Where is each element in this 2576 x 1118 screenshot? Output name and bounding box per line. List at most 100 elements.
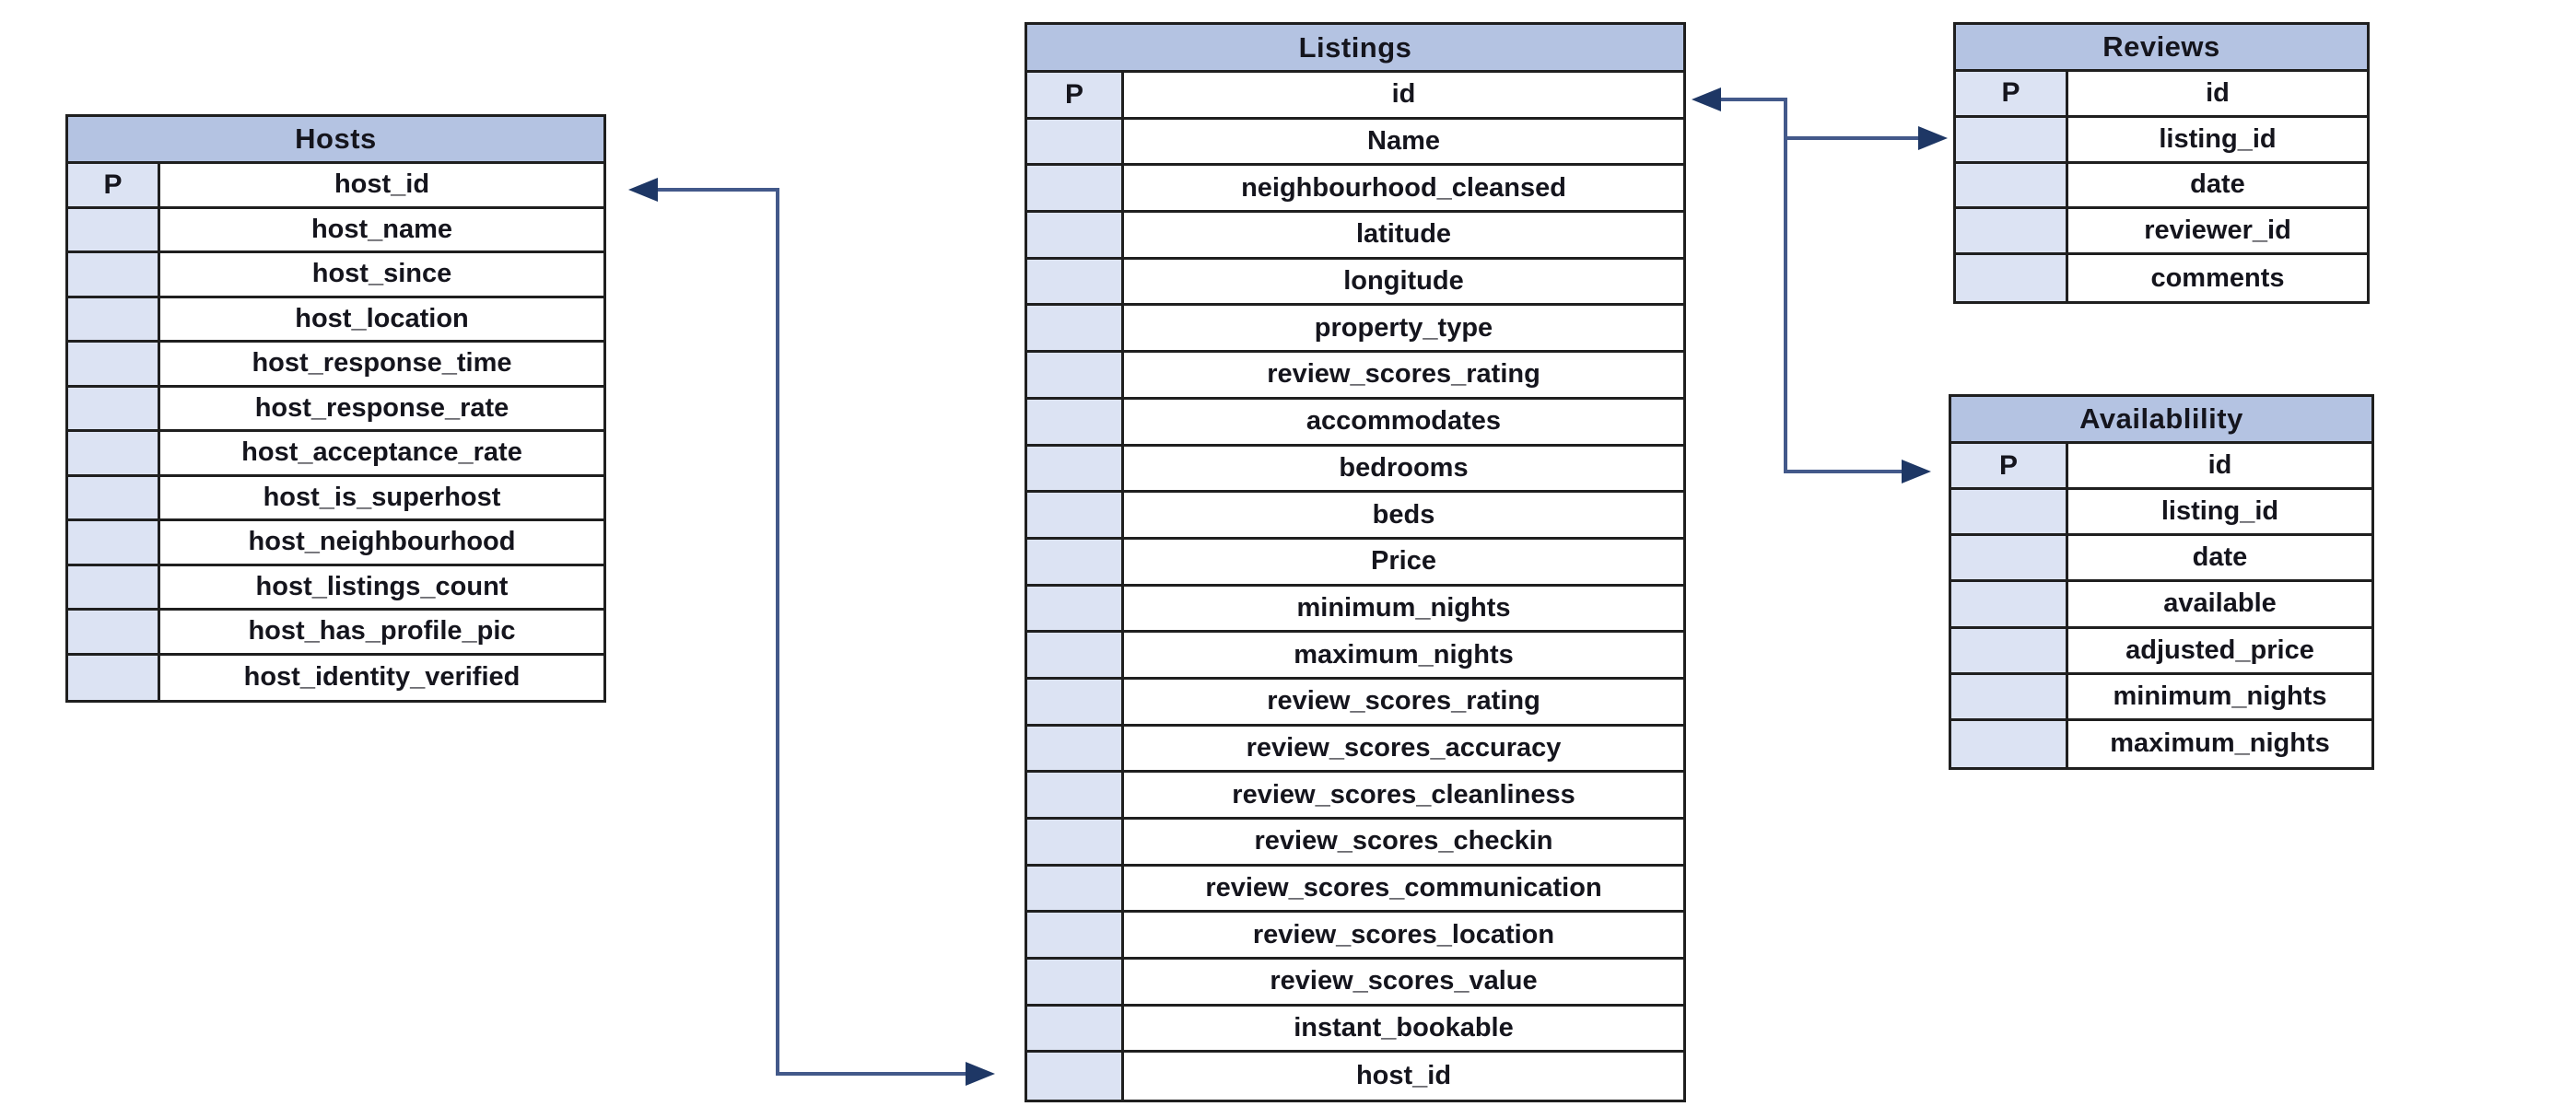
field-row-listings-review_scores_cleanliness: review_scores_cleanliness — [1027, 773, 1683, 820]
key-cell-empty — [1951, 536, 2068, 580]
field-name: id — [1391, 79, 1416, 110]
field-row-listings-Price: Price — [1027, 539, 1683, 587]
key-cell-empty — [1027, 399, 1124, 444]
key-cell-empty — [1027, 633, 1124, 677]
field-row-hosts-host_response_rate: host_response_rate — [68, 387, 603, 432]
primary-key-cell: P — [1956, 72, 2068, 115]
field-row-hosts-host_has_profile_pic: host_has_profile_pic — [68, 611, 603, 656]
field-row-listings-property_type: property_type — [1027, 306, 1683, 354]
arrowhead-into-listings-id — [1692, 87, 1721, 111]
field-row-listings-accommodates: accommodates — [1027, 399, 1683, 447]
field-name: host_location — [295, 303, 469, 333]
field-name: review_scores_cleanliness — [1232, 779, 1575, 809]
field-row-hosts-host_is_superhost: host_is_superhost — [68, 476, 603, 521]
connector-hosts-listings — [628, 178, 995, 1086]
key-cell-empty — [1027, 866, 1124, 911]
arrowhead-into-availability-id — [1902, 460, 1931, 483]
key-cell-empty — [1027, 1006, 1124, 1051]
field-row-listings-Name: Name — [1027, 119, 1683, 167]
field-name: host_neighbourhood — [248, 527, 516, 557]
key-cell-empty — [1956, 255, 2068, 301]
field-row-listings-minimum_nights: minimum_nights — [1027, 586, 1683, 634]
key-cell-empty — [1951, 720, 2068, 767]
key-cell-empty — [68, 343, 160, 385]
field-row-hosts-host_listings_count: host_listings_count — [68, 565, 603, 611]
key-cell-empty — [1956, 209, 2068, 253]
key-cell-empty — [1027, 493, 1124, 537]
field-name: Name — [1367, 126, 1440, 157]
key-cell-empty — [1027, 166, 1124, 211]
field-name: available — [2163, 588, 2277, 619]
field-name: beds — [1372, 499, 1435, 530]
key-cell-empty — [68, 655, 160, 700]
field-row-hosts-host_name: host_name — [68, 208, 603, 253]
field-name: host_identity_verified — [243, 662, 521, 693]
key-cell-empty — [1956, 163, 2068, 207]
field-name: instant_bookable — [1294, 1013, 1514, 1043]
connector-listings-trunk-line — [1717, 98, 1905, 473]
key-cell-empty — [1027, 679, 1124, 724]
key-cell-empty — [1956, 117, 2068, 161]
field-name: comments — [2150, 262, 2285, 293]
field-name: property_type — [1314, 312, 1493, 343]
field-name: latitude — [1355, 219, 1452, 250]
key-cell-empty — [1027, 539, 1124, 584]
key-cell-empty — [1027, 960, 1124, 1004]
field-name: review_scores_communication — [1205, 873, 1602, 903]
field-name: bedrooms — [1339, 452, 1469, 483]
table-title-listings: Listings — [1027, 25, 1683, 73]
field-row-hosts-host_since: host_since — [68, 253, 603, 298]
field-row-availability-date: date — [1951, 536, 2371, 583]
field-name: neighbourhood_cleansed — [1241, 172, 1566, 203]
field-row-availability-maximum_nights: maximum_nights — [1951, 720, 2371, 767]
field-row-hosts-host_response_time: host_response_time — [68, 343, 603, 388]
table-title-hosts: Hosts — [68, 117, 603, 164]
table-title-reviews: Reviews — [1956, 25, 2367, 72]
field-name: maximum_nights — [2110, 728, 2330, 759]
field-row-hosts-host_acceptance_rate: host_acceptance_rate — [68, 432, 603, 477]
field-name: host_since — [311, 259, 452, 289]
field-name: host_has_profile_pic — [248, 616, 516, 646]
field-row-listings-bedrooms: bedrooms — [1027, 446, 1683, 494]
field-name: minimum_nights — [1296, 592, 1511, 623]
key-cell-empty — [68, 521, 160, 564]
table-title-availability: Availablility — [1951, 397, 2371, 444]
field-row-hosts-host_identity_verified: host_identity_verified — [68, 655, 603, 700]
field-row-hosts-host_neighbourhood: host_neighbourhood — [68, 521, 603, 566]
connector-listings-reviews-availability — [1692, 87, 1948, 483]
field-row-hosts-host_location: host_location — [68, 297, 603, 343]
key-cell-empty — [1027, 446, 1124, 491]
key-cell-empty — [1027, 353, 1124, 397]
field-row-availability-minimum_nights: minimum_nights — [1951, 674, 2371, 721]
field-name: id — [2206, 77, 2230, 108]
field-name: id — [2207, 450, 2232, 481]
field-name: host_name — [310, 214, 453, 244]
key-cell-empty — [1951, 674, 2068, 718]
field-name: review_scores_checkin — [1254, 826, 1553, 856]
field-row-reviews-listing_id: listing_id — [1956, 117, 2367, 164]
field-name: review_scores_rating — [1267, 359, 1540, 390]
key-cell-empty — [68, 476, 160, 518]
field-name: date — [2192, 542, 2248, 573]
field-name: maximum_nights — [1294, 639, 1514, 670]
field-row-listings-maximum_nights: maximum_nights — [1027, 633, 1683, 680]
field-name: host_listings_count — [255, 571, 509, 601]
field-row-listings-review_scores_rating: review_scores_rating — [1027, 353, 1683, 400]
field-name: host_id — [1355, 1061, 1452, 1091]
field-name: host_response_time — [252, 348, 512, 378]
field-name: listing_id — [2160, 496, 2279, 527]
primary-key-cell: P — [1027, 73, 1124, 117]
key-cell-empty — [68, 387, 160, 429]
key-cell-empty — [68, 253, 160, 296]
key-cell-empty — [1027, 913, 1124, 958]
field-row-listings-beds: beds — [1027, 493, 1683, 540]
key-cell-empty — [1027, 773, 1124, 817]
field-name: review_scores_value — [1270, 966, 1538, 996]
